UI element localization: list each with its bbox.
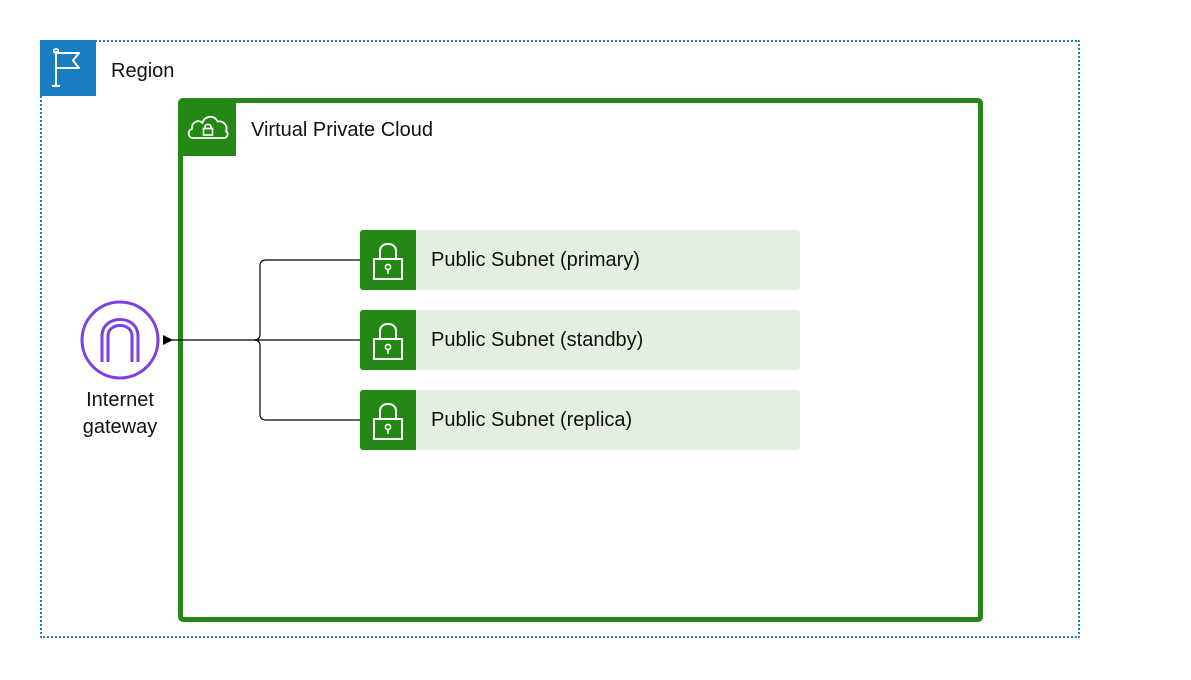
region-label: Region [111, 60, 175, 82]
padlock-icon [360, 230, 416, 290]
subnet-label: Public Subnet (standby) [431, 329, 644, 351]
subnet-label: Public Subnet (primary) [431, 249, 640, 271]
internet-gateway-label-line2: gateway [82, 416, 158, 438]
internet-gateway-icon [80, 300, 160, 380]
internet-gateway-label-line1: Internet [86, 389, 154, 411]
connector-replica [253, 339, 360, 421]
cloud-lock-icon [180, 100, 236, 156]
region-group [40, 40, 1080, 638]
subnet-standby: Public Subnet (standby) [360, 310, 800, 370]
flag-icon [40, 40, 96, 96]
subnet-label: Public Subnet (replica) [431, 409, 633, 431]
connector-primary [253, 259, 360, 341]
vpc-label: Virtual Private Cloud [251, 119, 433, 141]
subnet-replica: Public Subnet (replica) [360, 390, 800, 450]
padlock-icon [360, 310, 416, 370]
internet-gateway-label: Internet gateway [60, 387, 180, 441]
padlock-icon [360, 390, 416, 450]
subnet-primary: Public Subnet (primary) [360, 230, 800, 290]
vpc-group [178, 98, 983, 622]
